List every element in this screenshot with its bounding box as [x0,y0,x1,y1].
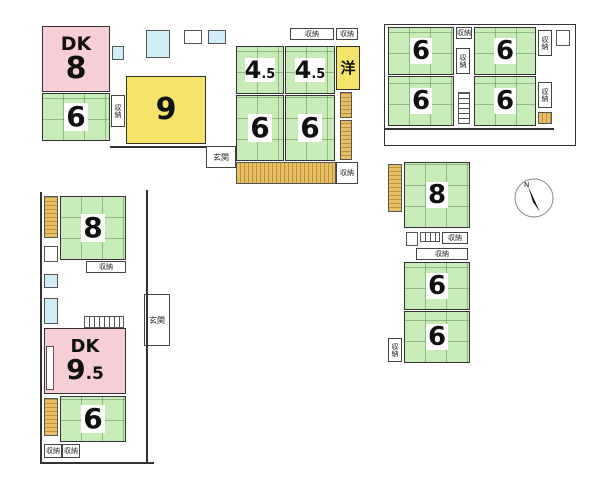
stairs-a [84,316,124,328]
storage-g: 収納 [62,444,80,458]
room-yo: 洋 [336,46,360,90]
room-8-left: 8 [60,196,126,260]
room-dk-8-type: DK [60,32,92,55]
room-6-tr-b: 6 [474,27,536,75]
room-6-tr-d-size: 6 [493,86,517,116]
room-6-tr-d: 6 [474,76,536,126]
storage-f: 収納 [44,444,62,458]
toilet-a [208,30,226,44]
wood-floor-a [340,92,352,118]
room-dk-9-5-size: 9.5 [66,353,104,386]
room-6-mid-b: 6 [285,95,335,161]
wall-bottom [40,462,154,464]
room-6-right-a-size: 6 [425,271,449,301]
room-6-left-bottom: 6 [60,396,126,442]
kitchen-counter [46,346,54,390]
washbasin-a [184,30,202,44]
north-compass-icon: N [514,178,554,218]
wall-tr-inner [384,128,554,130]
stairs-c [420,232,440,242]
room-6-left-top-size: 6 [64,100,88,133]
storage-a: 収納 [111,95,125,127]
room-dk-9-5: DK 9.5 [44,328,126,394]
wood-floor-c [236,162,336,184]
corridor-wall-a [110,146,240,148]
wood-floor-d [44,196,58,238]
room-dk-8: DK 8 [42,26,110,92]
wall-corridor-right [146,190,148,462]
room-6-right-b: 6 [404,311,470,363]
room-8-left-size: 8 [81,211,105,244]
room-4-5-b-size: 4.5 [294,56,326,84]
storage-e: 収納 [86,261,126,273]
wood-floor-f [538,112,552,124]
storage-c: 収納 [336,28,358,40]
room-4-5-a: 4.5 [236,46,284,94]
storage-l: 収納 [442,232,468,244]
stairs-b [458,92,470,124]
room-9: 9 [126,76,206,144]
compass-north-letter: N [524,181,529,189]
washbasin-b [44,274,58,288]
storage-d: 収納 [336,162,358,184]
room-dk-9-5-type: DK [70,336,100,357]
room-6-mid-b-size: 6 [298,111,322,144]
room-4-5-b: 4.5 [285,46,335,94]
storage-b: 収納 [290,28,334,40]
room-6-mid-a: 6 [236,95,284,161]
room-6-tr-c: 6 [388,76,454,126]
bathtub-b [44,298,58,324]
bathtub-a [146,30,170,58]
toilet-d [406,232,418,246]
wood-floor-g [388,164,402,212]
room-8-right: 8 [404,162,470,228]
room-6-tr-a: 6 [388,27,454,75]
storage-n: 収納 [388,338,402,362]
storage-m: 収納 [416,248,468,260]
entrance-b: 玄関 [144,294,170,346]
room-6-tr-c-size: 6 [409,86,433,116]
room-6-left-top: 6 [42,93,110,141]
room-dk-8-size: 8 [65,50,87,86]
room-6-right-a: 6 [404,262,470,310]
wood-floor-e [44,398,58,436]
room-6-tr-a-size: 6 [409,36,433,66]
room-8-right-size: 8 [425,180,449,210]
room-9-size: 9 [155,92,177,127]
wood-floor-b [340,120,352,160]
wall-left-lower [40,192,42,462]
sink-a [112,46,124,60]
storage-k: 収納 [538,82,552,108]
storage-i: 収納 [538,30,552,56]
toilet-b [44,246,58,262]
room-4-5-a-size: 4.5 [244,56,276,84]
storage-j: 収納 [456,48,470,74]
toilet-c [556,30,570,46]
entrance-a: 玄関 [206,146,236,168]
storage-h: 収納 [456,27,472,39]
room-6-right-b-size: 6 [425,322,449,352]
room-6-mid-a-size: 6 [248,111,272,144]
room-6-left-bottom-size: 6 [81,402,105,435]
room-6-tr-b-size: 6 [493,36,517,66]
room-yo-label: 洋 [340,58,356,77]
